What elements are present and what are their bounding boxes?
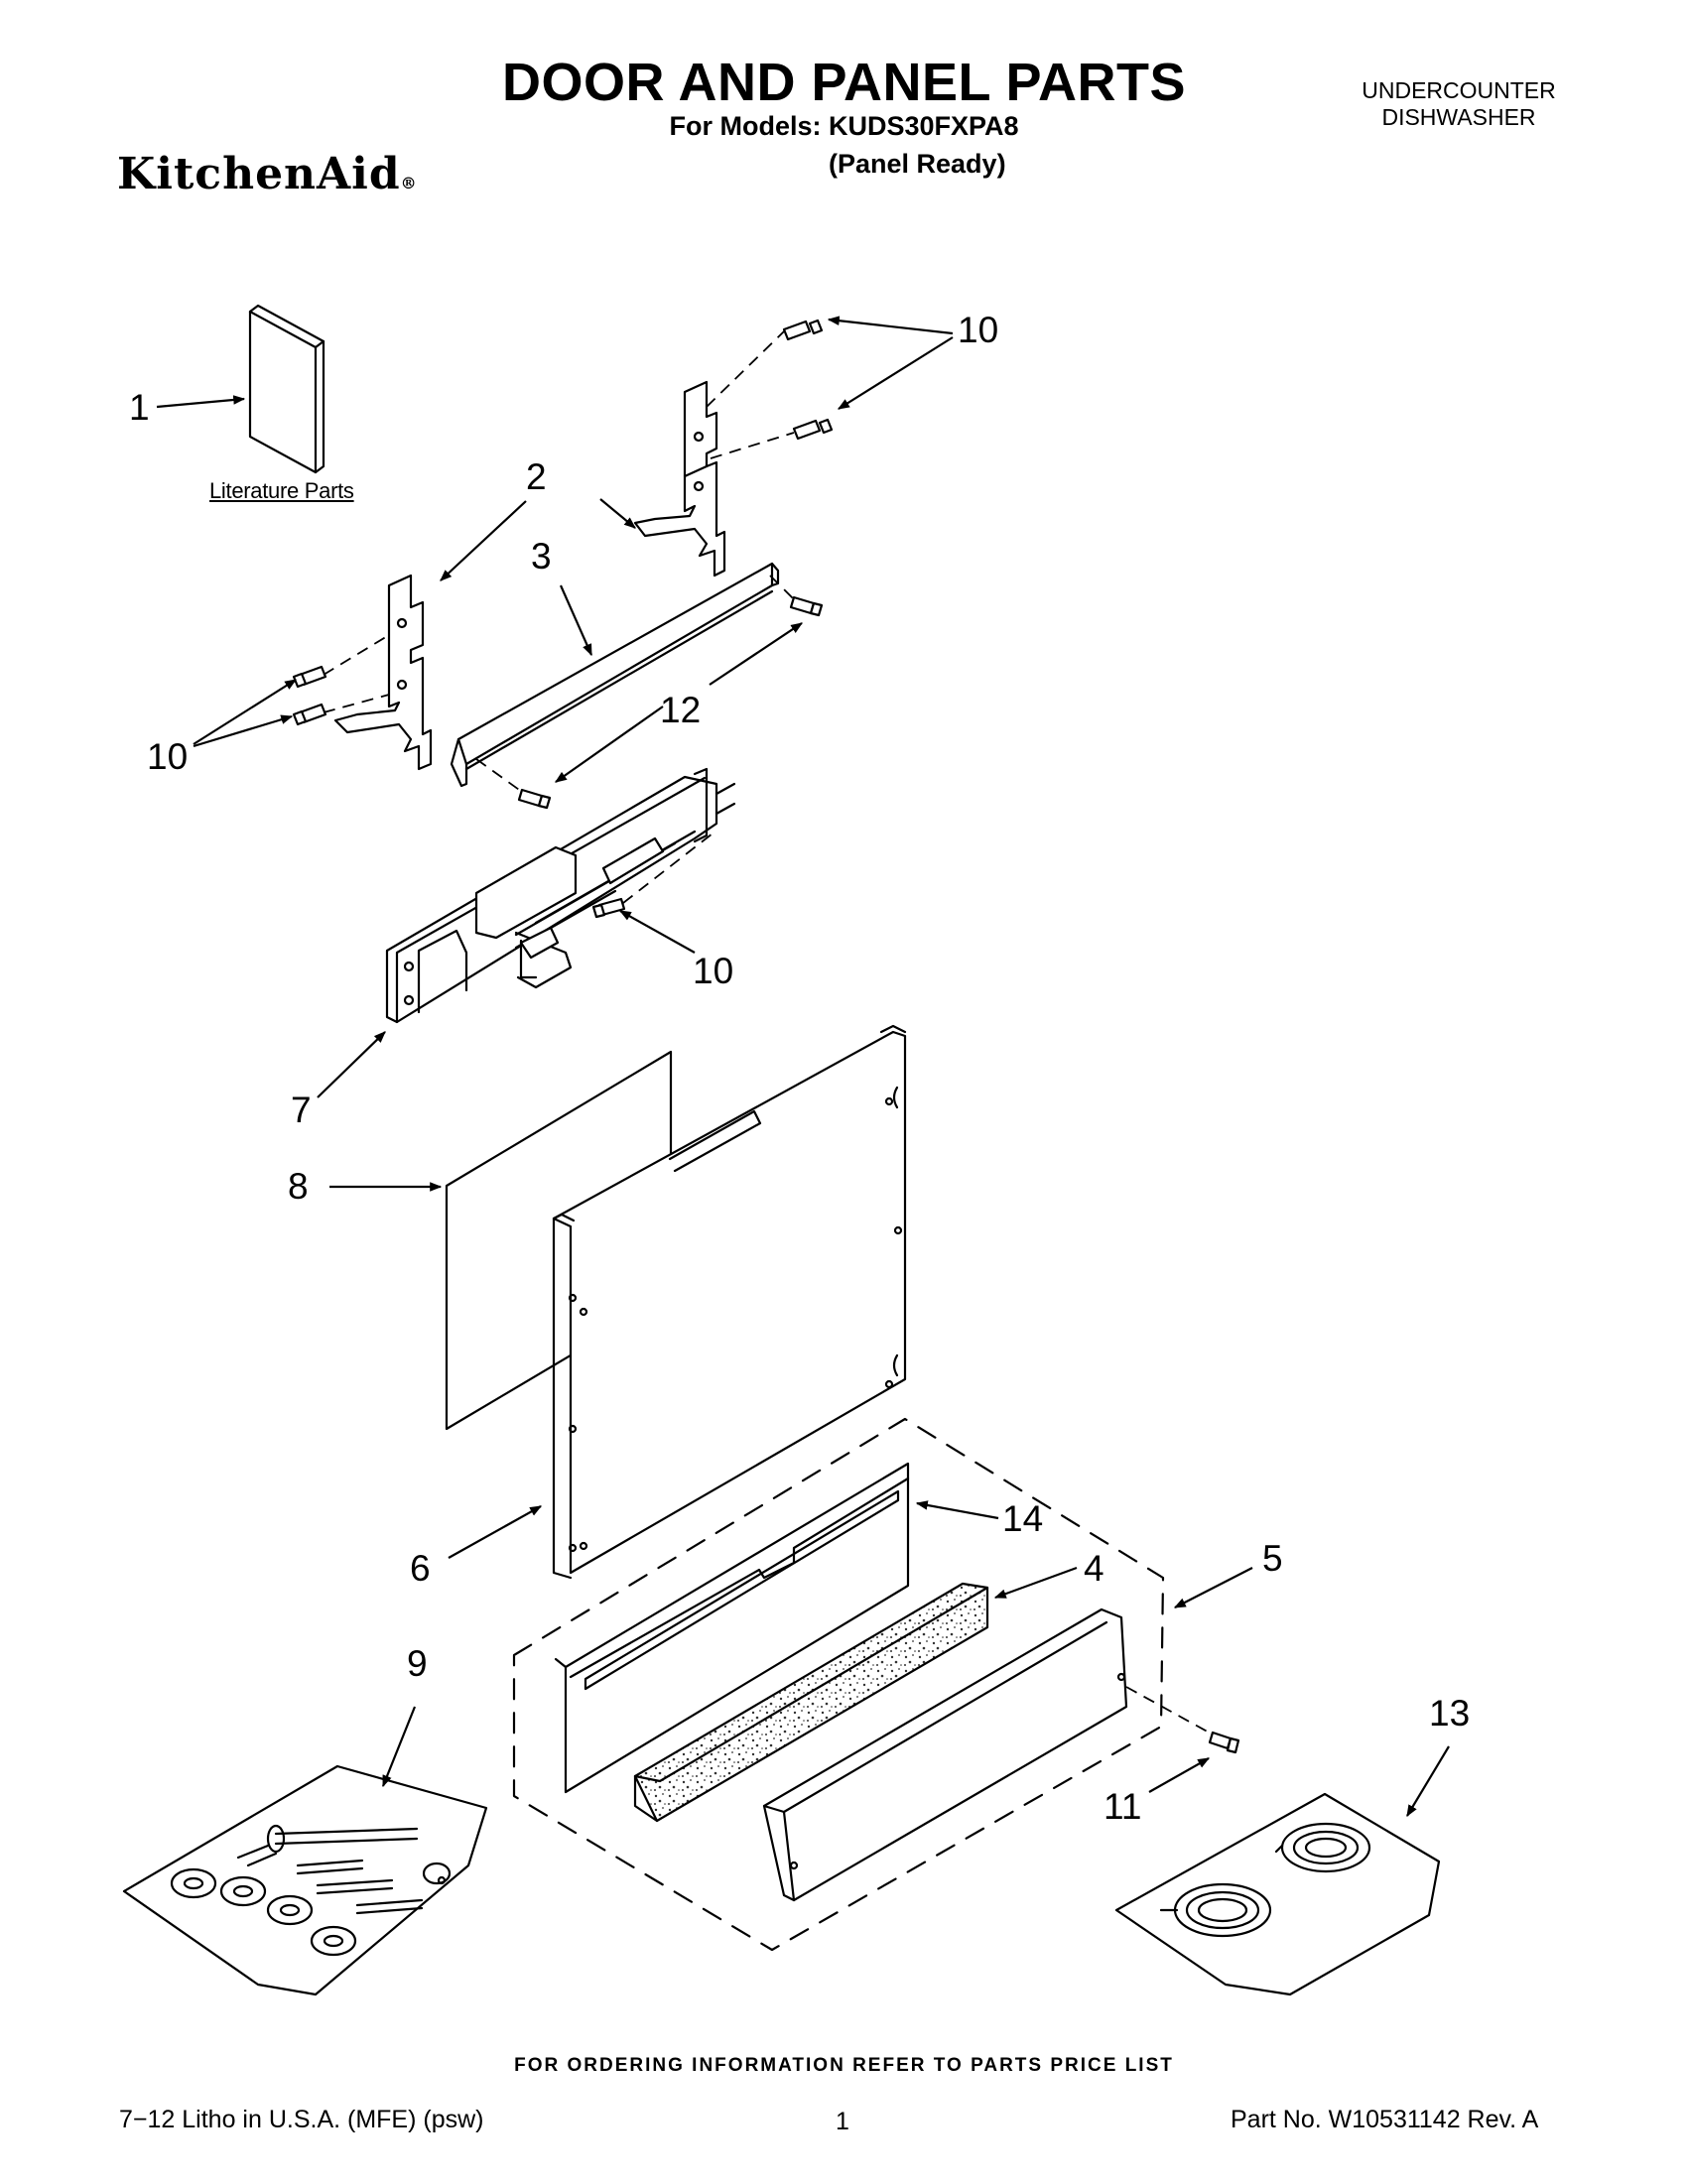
leader-13: [1406, 1745, 1450, 1818]
screw-10-left-a: [292, 665, 327, 689]
leader-10-top-b: [837, 336, 954, 410]
insulation-sheet: [0, 0, 1, 1]
clip-bag: [1114, 1792, 1441, 1996]
leader-4: [993, 1566, 1078, 1600]
part-number: Part No. W10531142 Rev. A: [1231, 2106, 1539, 2133]
callout-9: 9: [407, 1643, 428, 1684]
literature-parts-label: Literature Parts: [209, 478, 354, 503]
category-line-1: UNDERCOUNTER: [1362, 77, 1556, 103]
callout-2: 2: [526, 456, 547, 497]
lower-trim-vent: [554, 1462, 910, 1794]
callout-8: 8: [288, 1166, 309, 1207]
callout-5: 5: [1262, 1538, 1283, 1579]
callout-7: 7: [291, 1090, 312, 1130]
hinge-bracket-right: [633, 380, 726, 578]
product-category: UNDERCOUNTER DISHWASHER: [1320, 77, 1598, 131]
callout-10-left: 10: [147, 736, 189, 777]
leader-5: [1173, 1567, 1253, 1608]
page-title: DOOR AND PANEL PARTS: [501, 53, 1187, 112]
callout-12: 12: [660, 690, 702, 730]
toe-kick-assembly-outline: [512, 1417, 1165, 1952]
leader-12-right: [709, 622, 803, 686]
callout-4: 4: [1084, 1548, 1104, 1589]
brand-name: KitchenAid: [117, 149, 401, 199]
screw-10-upper-a: [782, 319, 824, 341]
leader-10-top-a: [827, 316, 954, 335]
panel-channel: [450, 562, 780, 788]
leader-7: [317, 1031, 386, 1098]
screw-12-left: [517, 788, 552, 810]
callout-11: 11: [1104, 1786, 1142, 1827]
foam-strip: [633, 1582, 989, 1823]
leader-11: [1148, 1757, 1211, 1793]
screw-11: [1208, 1731, 1240, 1754]
model-number: For Models: KUDS30FXPA8: [669, 111, 1019, 141]
callout-3: 3: [531, 536, 552, 577]
model-variant: (Panel Ready): [829, 149, 1006, 179]
callout-1: 1: [129, 387, 150, 428]
callout-10-top: 10: [958, 310, 999, 350]
screw-10-upper-b: [792, 418, 834, 441]
page-number: 1: [836, 2108, 849, 2135]
callout-6: 6: [410, 1548, 431, 1589]
leader-10-left-b: [193, 714, 294, 748]
leader-10-control: [618, 910, 696, 954]
hinge-bracket-left: [333, 574, 433, 771]
category-line-2: DISHWASHER: [1381, 104, 1536, 130]
callout-14: 14: [1002, 1498, 1044, 1539]
inner-door-panel: [552, 1024, 907, 1580]
leader-10-left-a: [193, 679, 298, 745]
ordering-note: FOR ORDERING INFORMATION REFER TO PARTS …: [514, 2055, 1174, 2076]
control-assembly: [385, 767, 736, 1024]
registered-mark: ®: [400, 174, 418, 193]
leader-6: [448, 1505, 543, 1559]
litho-info: 7−12 Litho in U.S.A. (MFE) (psw): [119, 2106, 484, 2133]
brand-logo: KitchenAid®: [117, 149, 418, 199]
leader-1: [156, 395, 246, 409]
leader-3: [559, 584, 593, 657]
leader-9: [381, 1706, 417, 1788]
toe-panel: [762, 1607, 1128, 1902]
leader-14: [915, 1500, 999, 1520]
leader-2-left: [440, 500, 527, 581]
callout-13: 13: [1429, 1693, 1471, 1734]
leader-12-left: [555, 706, 664, 783]
literature-booklet: [248, 304, 325, 474]
leader-2-right: [599, 498, 636, 529]
hardware-bag: [122, 1764, 488, 1996]
screw-12-right: [789, 595, 824, 617]
callout-10-control: 10: [693, 951, 734, 991]
screw-10-left-b: [292, 703, 327, 726]
screw-10-control: [591, 897, 626, 919]
